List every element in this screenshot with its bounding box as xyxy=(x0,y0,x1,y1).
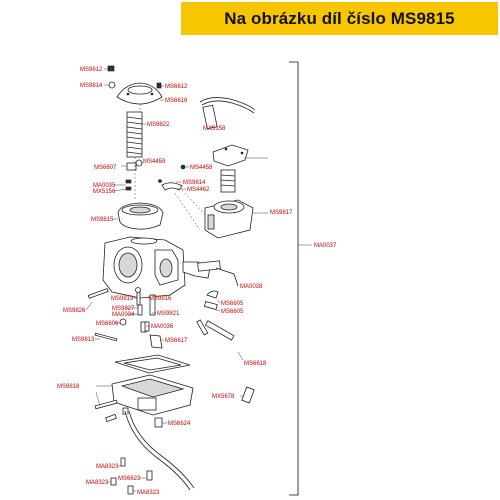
label-ms6605-a: MS6605 xyxy=(221,301,244,307)
label-ms4462: MS4462 xyxy=(187,187,210,193)
needle-clip-parts xyxy=(113,159,143,192)
label-ms6618: MS6618 xyxy=(244,361,267,367)
label-mx5678: MX5678 xyxy=(212,394,235,400)
label-ms6617: MS6617 xyxy=(165,338,188,344)
title-banner: Na obrázku díl číslo MS9815 xyxy=(181,2,498,35)
label-ms6607: MS6607 xyxy=(94,165,117,171)
top-cap-part xyxy=(116,82,164,105)
float-bowl-part xyxy=(94,374,194,423)
label-ms9612: MS9612 xyxy=(80,67,103,73)
label-mx5156: MX5156 xyxy=(93,189,116,195)
label-ms6623: MS6623 xyxy=(118,476,141,482)
label-ms9814-mid: MS9814 xyxy=(183,180,206,186)
label-ms9819: MS9819 xyxy=(111,296,134,302)
label-ma8323-c: MA8323 xyxy=(137,490,160,496)
label-ma0036: MA0036 xyxy=(151,324,174,330)
label-ms9816: MS9816 xyxy=(149,296,172,302)
float-bowl-gasket-part xyxy=(114,354,191,374)
label-ms6624: MS6624 xyxy=(168,421,191,427)
carburetor-body-part xyxy=(102,236,239,299)
slide-small-parts xyxy=(158,179,186,191)
label-ms9826: MS9826 xyxy=(63,308,86,314)
choke-cover-part xyxy=(180,144,268,193)
label-ms4459: MS4459 xyxy=(143,159,166,165)
label-ms4458: MS4458 xyxy=(190,165,213,171)
label-ms6612: MS6612 xyxy=(165,84,188,90)
side-screw-parts xyxy=(85,287,244,361)
label-ma0037: MA0037 xyxy=(314,243,337,249)
label-ma0035: MA0035 xyxy=(93,183,116,189)
left-small-parts xyxy=(94,318,164,349)
label-ms9815: MS9815 xyxy=(91,217,114,223)
label-ms6605-b: MS6605 xyxy=(221,309,244,315)
label-ms6606: MS6606 xyxy=(96,321,119,327)
bottom-screw-parts xyxy=(108,457,153,495)
float-chamber-side-part xyxy=(204,199,268,239)
label-ms9817: MS9817 xyxy=(270,210,293,216)
label-ms9827: MS9827 xyxy=(112,306,135,312)
drain-screw-part xyxy=(240,386,255,404)
ms9815-slide-part xyxy=(113,202,164,230)
label-ma8323-b: MA8323 xyxy=(86,480,109,486)
label-ma8323-a: MA8323 xyxy=(96,464,119,470)
spring-part xyxy=(126,111,146,158)
drain-hose-part xyxy=(124,410,195,491)
label-ms6616: MS6616 xyxy=(165,98,188,104)
throttle-cable-part xyxy=(199,97,256,130)
top-screw-part xyxy=(104,65,116,89)
label-ms9814-top: MS9814 xyxy=(80,83,103,89)
label-ms9813: MS9813 xyxy=(72,337,95,343)
label-ms9818: MS9818 xyxy=(57,384,80,390)
assembly-bracket xyxy=(289,61,299,496)
label-ms9822: MS9822 xyxy=(147,122,170,128)
label-mx5158: MX5158 xyxy=(203,126,226,132)
label-ms9821: MS9821 xyxy=(157,311,180,317)
banner-title: Na obrázku díl číslo MS9815 xyxy=(224,8,455,28)
label-ma0038: MA0038 xyxy=(240,284,263,290)
label-ma0034: MA0034 xyxy=(112,312,135,318)
